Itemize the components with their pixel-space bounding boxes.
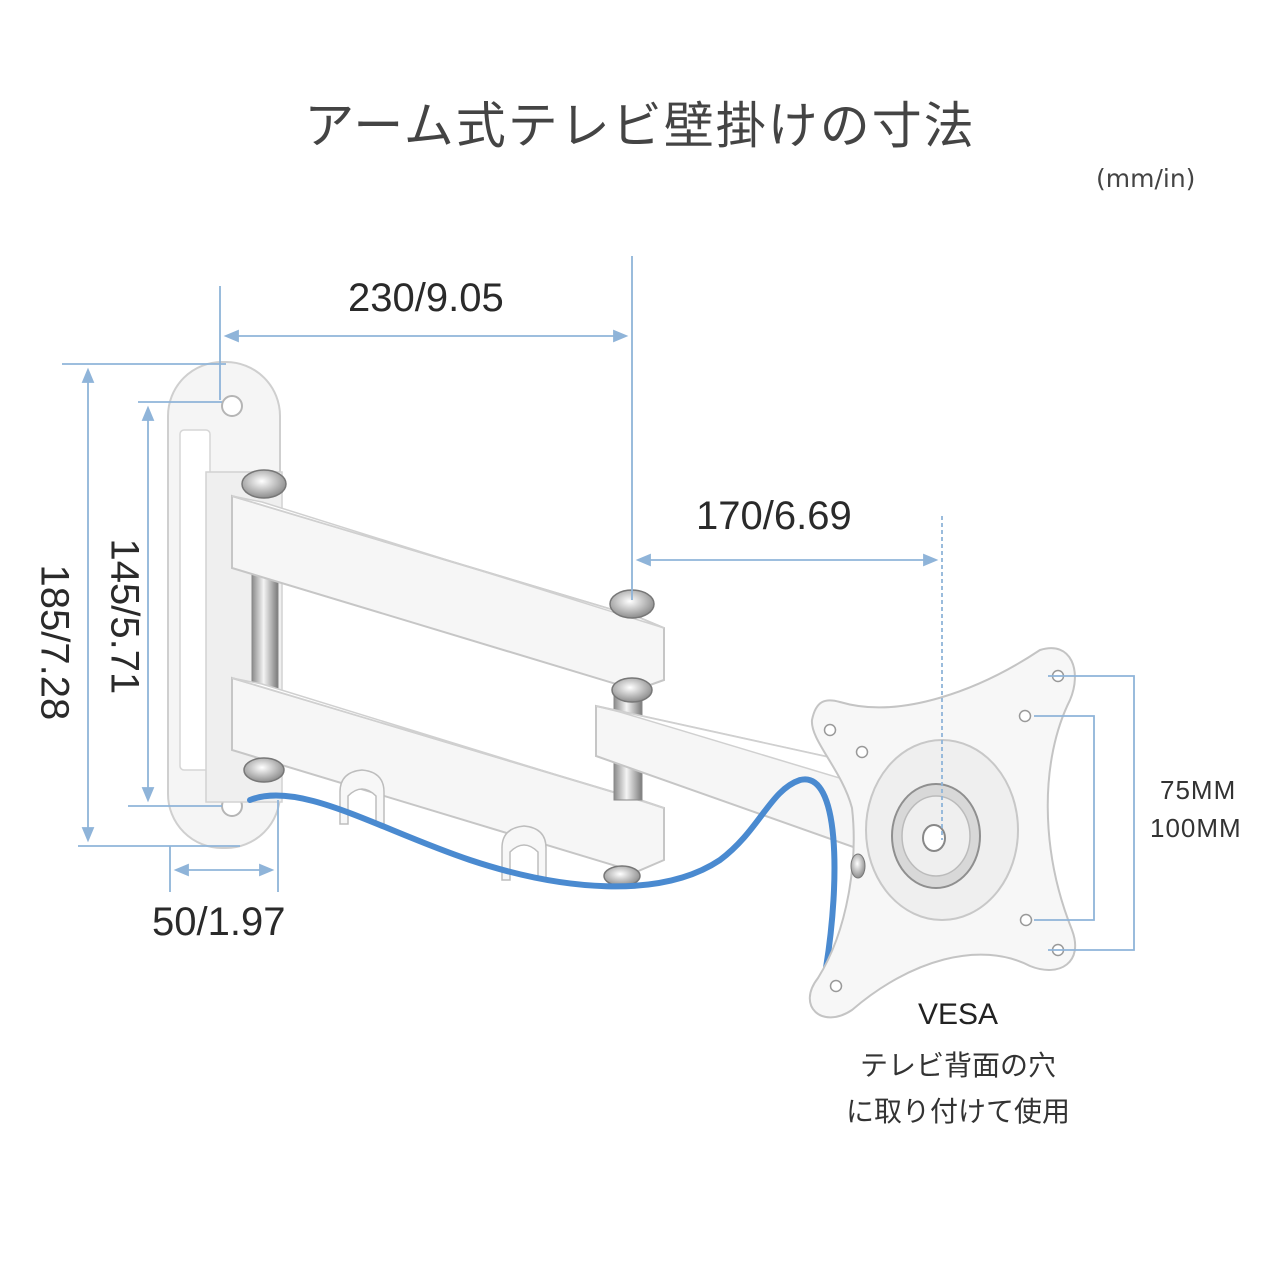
wall-plate-top-hole (221, 395, 243, 417)
arrow-icon (81, 827, 95, 843)
arrow-icon (923, 553, 939, 567)
center-hole (922, 824, 946, 852)
vesa-size-100: 100MM (1150, 813, 1242, 843)
arrow-icon (81, 367, 95, 383)
vesa-hole (855, 745, 869, 759)
vesa-hole (829, 979, 843, 993)
dim-label-second-arm: 170/6.69 (696, 494, 852, 538)
cable-clip (339, 769, 385, 825)
vesa-hole (823, 723, 837, 737)
dim-label-hole-spacing: 145/5.71 (102, 538, 147, 695)
dim-vesa-100 (1048, 675, 1135, 951)
dim-vesa-75 (1034, 715, 1095, 921)
arrow-icon (141, 787, 155, 803)
bolt-icon (850, 853, 866, 879)
page-title: アーム式テレビ壁掛けの寸法 (304, 97, 976, 155)
cable-clip (501, 825, 547, 881)
blue-cable (247, 776, 838, 971)
vesa-size-75: 75MM (1160, 775, 1237, 805)
first-arm-lower (231, 676, 665, 887)
first-arm-upper (231, 469, 665, 692)
vesa-note-line-1: テレビ背面の穴 (860, 1049, 1057, 1082)
dim-label-plate-depth: 50/1.97 (152, 900, 286, 944)
bolt-icon (241, 469, 287, 499)
vesa-hole (1019, 913, 1033, 927)
dim-label-total-reach: 230/9.05 (348, 276, 504, 320)
vesa-hole (1018, 709, 1032, 723)
vesa-note-line-2: に取り付けて使用 (846, 1095, 1071, 1128)
bolt-icon (243, 757, 285, 783)
bolt-icon (611, 677, 653, 703)
vesa-label: VESA (918, 998, 999, 1031)
arrow-icon (223, 329, 239, 343)
unit-note: (mm/in) (1096, 164, 1196, 193)
arrow-icon (259, 863, 275, 877)
dimension-lines (62, 256, 1135, 951)
arrow-icon (613, 329, 629, 343)
dim-label-plate-height: 185/7.28 (32, 564, 77, 721)
arrow-icon (173, 863, 189, 877)
arrow-icon (635, 553, 651, 567)
arrow-icon (141, 405, 155, 421)
